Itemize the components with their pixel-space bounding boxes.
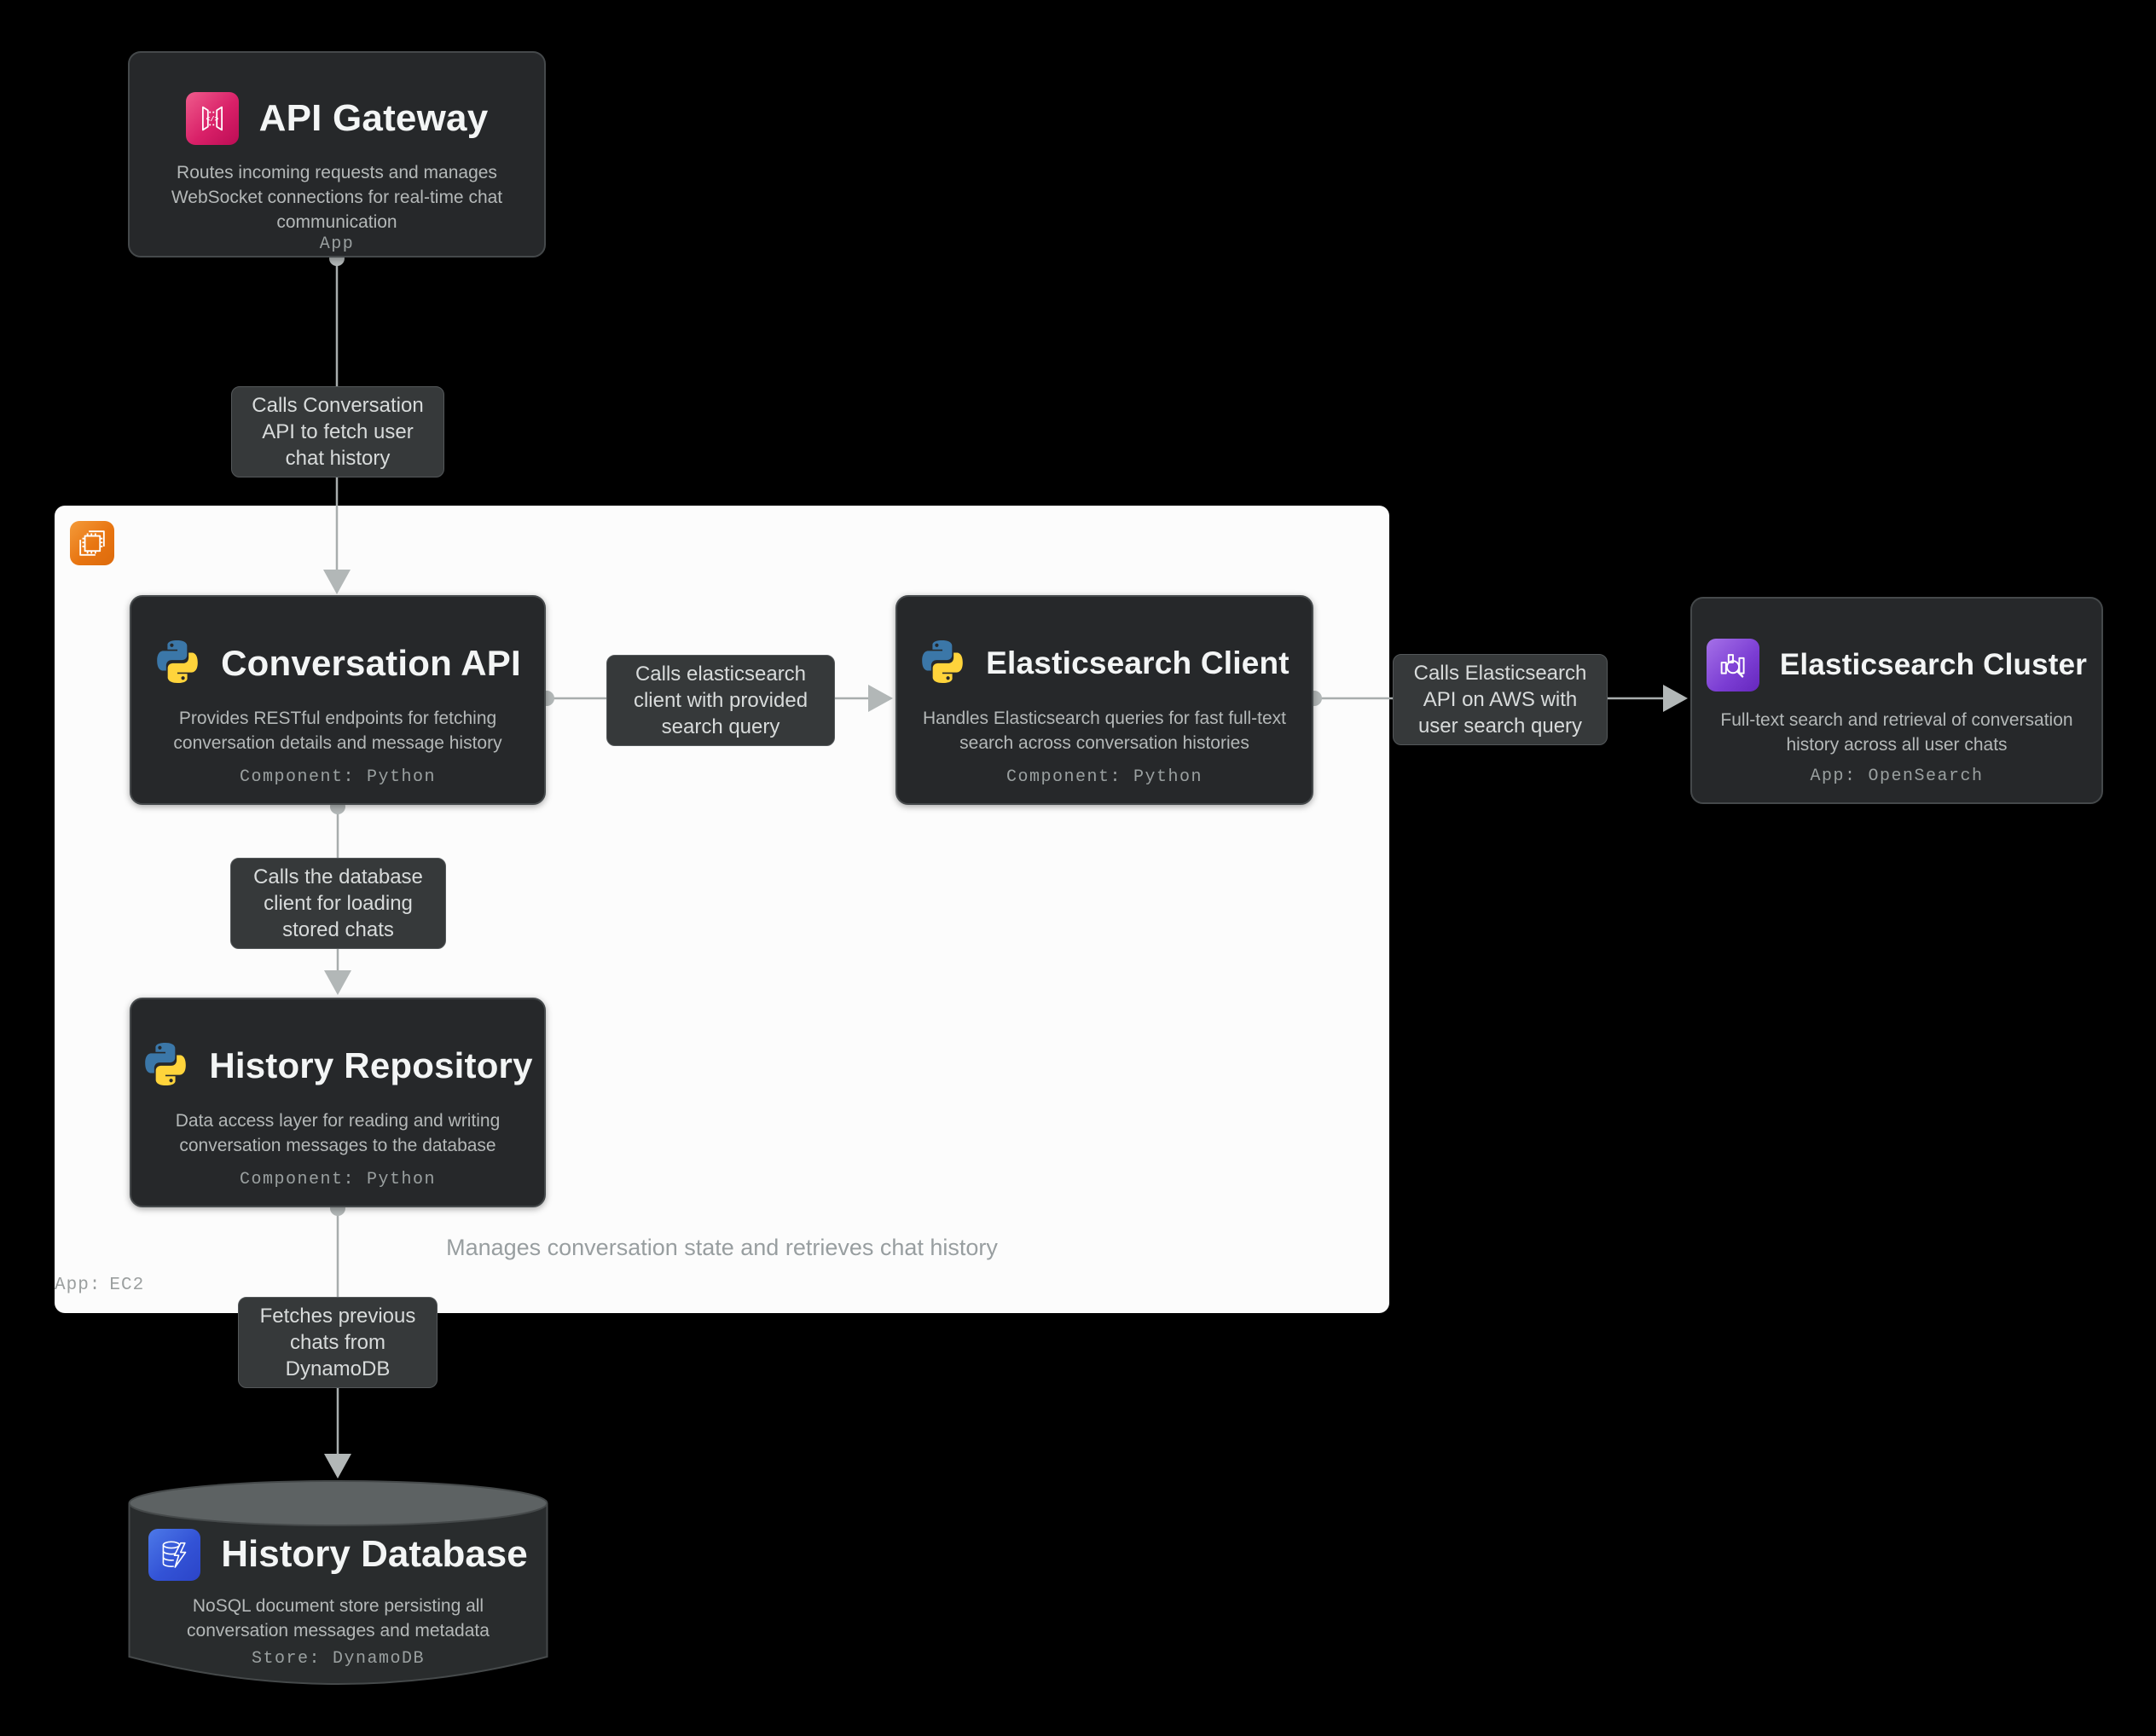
dynamodb-icon (148, 1528, 201, 1581)
node-title: History Repository (209, 1045, 533, 1085)
node-description: NoSQL document store persisting all conv… (187, 1596, 490, 1641)
node-title: Elasticsearch Client (986, 645, 1290, 680)
node-title: API Gateway (258, 97, 489, 139)
edge-label-conversation-to-repository[interactable]: Calls the database client for loading st… (230, 858, 446, 949)
node-meta-label: App: (1810, 767, 1857, 786)
node-title: Conversation API (221, 643, 521, 683)
edge-label-conversation-to-es-client[interactable]: Calls elasticsearch client with provided… (606, 655, 835, 746)
node-elasticsearch-client[interactable]: Elasticsearch Client Handles Elasticsear… (895, 595, 1313, 805)
node-api-gateway[interactable]: </> API Gateway Routes incoming requests… (128, 51, 546, 258)
node-meta-value: Python (367, 1170, 437, 1189)
group-caption: Manages conversation state and retrieves… (446, 1235, 998, 1260)
node-description: Routes incoming requests and manages Web… (171, 163, 503, 232)
node-description: Provides RESTful endpoints for fetching … (173, 709, 502, 753)
edge-label-repository-to-database[interactable]: Fetches previous chats from DynamoDB (238, 1297, 438, 1388)
node-meta-value: DynamoDB (333, 1649, 426, 1669)
node-meta-label: Component: (239, 767, 355, 787)
edge-label-es-client-to-cluster[interactable]: Calls Elasticsearch API on AWS with user… (1393, 654, 1608, 745)
node-elasticsearch-cluster[interactable]: Elasticsearch Cluster Full-text search a… (1690, 597, 2103, 804)
node-meta-label: Component: (1006, 767, 1121, 787)
node-description: Handles Elasticsearch queries for fast f… (922, 709, 1287, 753)
arrowhead-into-database (324, 1454, 351, 1478)
node-description: Full-text search and retrieval of conver… (1720, 710, 2073, 755)
node-meta-label: Component: (239, 1170, 355, 1189)
node-description: Data access layer for reading and writin… (175, 1111, 501, 1155)
arrowhead-into-cluster (1663, 685, 1688, 712)
python-icon (142, 1041, 188, 1091)
api-gateway-icon: </> (185, 92, 239, 145)
node-meta-label: Store: (251, 1649, 321, 1669)
opensearch-icon (1706, 639, 1759, 692)
svg-text:</>: </> (206, 115, 218, 124)
node-meta-value: OpenSearch (1868, 767, 1984, 786)
node-meta-value: Python (367, 767, 437, 787)
python-icon (919, 639, 965, 689)
python-icon (154, 639, 200, 689)
edge-label-gateway-to-conversation[interactable]: Calls Conversation API to fetch user cha… (231, 386, 444, 477)
node-title: Elasticsearch Cluster (1779, 648, 2088, 681)
group-meta-value: EC2 (109, 1276, 145, 1295)
ec2-icon (70, 521, 114, 565)
node-meta-value: Python (1133, 767, 1203, 787)
node-history-repository[interactable]: History Repository Data access layer for… (130, 998, 546, 1207)
group-meta: App: EC2 (55, 1276, 1389, 1295)
cylinder-shape (128, 1480, 548, 1685)
node-conversation-api[interactable]: Conversation API Provides RESTful endpoi… (130, 595, 546, 805)
node-history-database[interactable]: History Database NoSQL document store pe… (128, 1479, 548, 1715)
node-meta-text: App (319, 234, 355, 254)
group-meta-label: App: (55, 1276, 101, 1295)
node-title: History Database (221, 1533, 528, 1575)
